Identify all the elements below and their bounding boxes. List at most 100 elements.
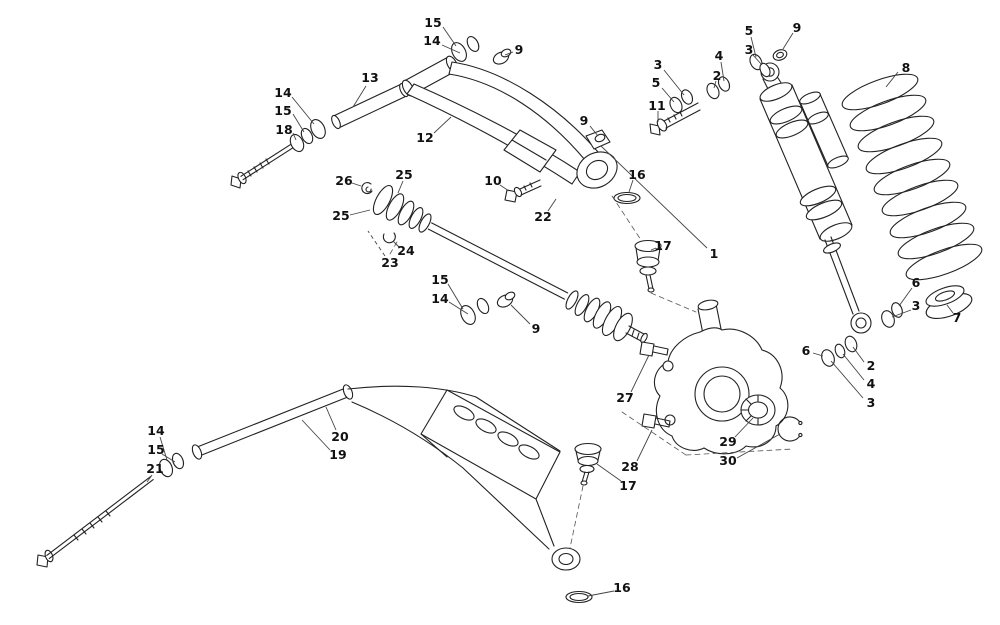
callout-15: 15 — [147, 442, 176, 463]
svg-text:15: 15 — [147, 442, 164, 457]
washer — [717, 76, 731, 92]
upper-a-arm — [230, 36, 618, 203]
callout-27: 27 — [616, 354, 650, 405]
cv-axle — [361, 182, 648, 344]
callout-25: 25 — [332, 208, 371, 223]
callout-22: 22 — [534, 198, 557, 224]
callout-11: 11 — [648, 98, 666, 122]
svg-text:24: 24 — [397, 243, 415, 258]
svg-text:14: 14 — [147, 423, 165, 438]
callout-28: 28 — [621, 429, 653, 474]
callout-6: 6 — [802, 343, 824, 358]
svg-text:9: 9 — [793, 20, 802, 35]
callout-21: 21 — [146, 461, 164, 483]
coil-spring — [841, 73, 983, 281]
svg-text:23: 23 — [381, 255, 398, 270]
callout-3: 3 — [891, 298, 921, 318]
svg-text:16: 16 — [628, 167, 646, 182]
callout-3: 3 — [654, 57, 685, 96]
svg-text:2: 2 — [867, 358, 876, 373]
washer — [158, 458, 174, 478]
callout-10: 10 — [484, 173, 510, 192]
svg-text:3: 3 — [867, 395, 876, 410]
snap-ring — [777, 416, 803, 442]
svg-text:15: 15 — [274, 103, 291, 118]
preload-ring — [805, 199, 843, 221]
steering-knuckle — [639, 299, 789, 455]
knuckle-bolt — [641, 413, 671, 429]
washer — [881, 310, 895, 328]
callout-12: 12 — [416, 116, 452, 145]
washer — [759, 62, 771, 78]
callout-16: 16 — [587, 580, 631, 597]
svg-text:3: 3 — [745, 42, 754, 57]
svg-text:15: 15 — [424, 15, 441, 30]
callout-5: 5 — [652, 75, 675, 103]
spacer — [821, 349, 835, 367]
svg-text:1: 1 — [710, 246, 719, 261]
svg-text:20: 20 — [331, 429, 349, 444]
svg-text:7: 7 — [953, 310, 962, 325]
spacer — [706, 82, 720, 100]
preload-ring — [799, 185, 837, 207]
svg-text:8: 8 — [902, 60, 911, 75]
circlip — [382, 232, 396, 244]
svg-text:14: 14 — [431, 291, 449, 306]
shock-lower-hardware — [821, 302, 903, 367]
callout-17: 17 — [596, 463, 637, 493]
bolt-head — [649, 123, 661, 136]
spring-retainer — [925, 285, 973, 320]
inner-cv-boot — [372, 184, 432, 233]
callout-9: 9 — [580, 113, 599, 137]
washer — [171, 452, 185, 470]
washer — [680, 89, 694, 105]
svg-text:29: 29 — [719, 434, 736, 449]
svg-text:19: 19 — [329, 447, 346, 462]
callout-20: 20 — [325, 406, 349, 444]
callout-16: 16 — [628, 167, 646, 193]
bolt-head — [36, 554, 49, 568]
svg-text:9: 9 — [515, 42, 524, 57]
washer — [300, 127, 314, 145]
svg-text:15: 15 — [431, 272, 448, 287]
svg-text:22: 22 — [534, 209, 551, 224]
svg-text:26: 26 — [335, 173, 353, 188]
callout-18: 18 — [275, 122, 297, 141]
svg-text:13: 13 — [361, 70, 378, 85]
svg-text:14: 14 — [423, 33, 441, 48]
pivot-tube — [332, 83, 408, 129]
outer-cv-boot — [565, 290, 623, 337]
svg-text:12: 12 — [416, 130, 433, 145]
svg-text:3: 3 — [912, 298, 921, 313]
shock-upper-hardware — [649, 49, 788, 136]
svg-text:25: 25 — [332, 208, 349, 223]
bolt-10 — [504, 179, 542, 203]
callout-15: 15 — [424, 15, 457, 47]
callout-7: 7 — [946, 304, 962, 325]
callout-4: 4 — [842, 353, 876, 391]
callout-23: 23 — [367, 230, 399, 270]
ball-joint-lower — [574, 442, 602, 486]
callout-15: 15 — [431, 272, 464, 310]
callout-4: 4 — [715, 48, 725, 82]
svg-text:4: 4 — [867, 376, 876, 391]
spring-clip — [361, 182, 373, 195]
callout-3: 3 — [830, 360, 876, 410]
callout-8: 8 — [885, 60, 911, 88]
svg-text:16: 16 — [613, 580, 631, 595]
svg-text:2: 2 — [713, 68, 722, 83]
svg-text:9: 9 — [580, 113, 589, 128]
knuckle-bolt — [639, 341, 669, 357]
washer — [834, 343, 846, 359]
washer — [466, 36, 480, 52]
lower-a-arm — [36, 384, 593, 604]
callout-14: 14 — [431, 291, 469, 315]
washer — [476, 297, 490, 315]
callout-3: 3 — [745, 42, 763, 66]
callout-14: 14 — [423, 33, 461, 54]
pivot-bolt-upper — [230, 143, 294, 189]
bushing — [310, 119, 326, 139]
